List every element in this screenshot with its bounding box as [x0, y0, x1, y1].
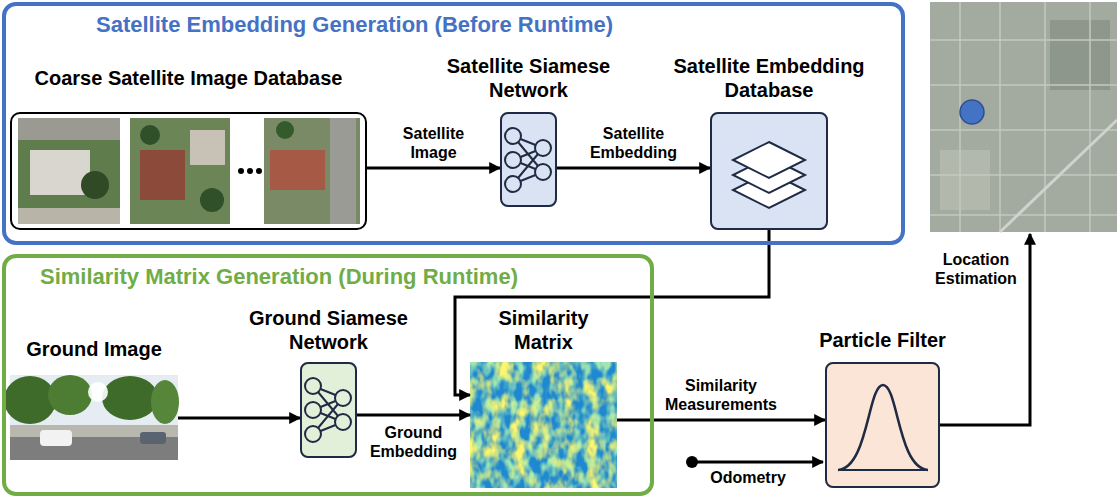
box-fill: [825, 362, 940, 488]
bell-curve-icon: [838, 385, 928, 470]
edge-label: Ground Embedding: [364, 423, 464, 461]
satellite-house: [30, 150, 90, 195]
box-fill: [300, 362, 357, 458]
edge-label: Satellite Embedding: [584, 124, 684, 162]
satellite-house: [190, 130, 225, 165]
satellite-thumbnail: [130, 118, 230, 224]
layer: [733, 142, 805, 178]
tree: [4, 376, 56, 424]
group-region: Satellite Embedding Generation (Before R…: [2, 2, 905, 245]
satellite-ground: [264, 118, 360, 224]
satellite-tree: [276, 121, 294, 139]
more-dots: [238, 168, 262, 174]
satellite-tree: [140, 125, 160, 145]
layers-icon: [733, 142, 805, 208]
box-heading: Ground Image: [7, 337, 182, 361]
box-heading: Satellite Siamese Network: [441, 54, 616, 102]
estimation-label: Location Estimation: [932, 250, 1020, 288]
connector-arrow: [617, 419, 825, 422]
network-neuron: [305, 402, 321, 418]
dot: [238, 168, 244, 174]
connector-arrow: [367, 167, 500, 170]
dot: [247, 168, 253, 174]
satellite-thumbnail: [18, 118, 120, 224]
car: [40, 430, 72, 446]
network-neuron: [505, 128, 521, 144]
network-neuron: [335, 414, 351, 430]
filter-box: Particle Filter: [825, 362, 940, 488]
connector-arrow: [357, 414, 470, 417]
edge-label: Similarity Measurements: [659, 376, 783, 414]
box-heading: Similarity Matrix: [486, 306, 601, 354]
satellite-ground: [130, 118, 230, 224]
network-neuron: [535, 140, 551, 156]
tree: [48, 375, 92, 415]
satellite-tree: [200, 188, 224, 212]
region-title: Similarity Matrix Generation (During Run…: [40, 264, 518, 290]
satellite-roof: [140, 150, 185, 200]
network-neuron: [535, 164, 551, 180]
box-heading: Satellite Embedding Database: [664, 54, 874, 102]
map-streets: [930, 2, 1117, 232]
satellite-road: [18, 118, 120, 140]
image-panel: Ground Image: [10, 375, 178, 460]
box-heading: Ground Siamese Network: [241, 306, 416, 354]
box-fill: [500, 112, 557, 207]
network-box: Satellite Siamese Network: [500, 112, 557, 207]
network-icon: [505, 128, 551, 192]
heatmap-base: [470, 362, 617, 488]
connector-arrow: [178, 417, 300, 420]
map-ground: [930, 2, 1117, 232]
satellite-thumbnail: [264, 118, 360, 224]
tree: [102, 376, 158, 420]
map-district: [1050, 20, 1110, 90]
dot: [256, 168, 262, 174]
box-heading: Coarse Satellite Image Database: [16, 66, 361, 90]
matrix-panel: Similarity Matrix: [470, 362, 617, 488]
satellite-road: [18, 208, 120, 224]
heatmap-texture: [470, 362, 617, 488]
group-region: Similarity Matrix Generation (During Run…: [2, 254, 654, 496]
city-map: [930, 2, 1117, 232]
network-neuron: [305, 426, 321, 442]
box-fill: [710, 112, 828, 230]
car: [140, 432, 166, 444]
embedding-database-box: Satellite Embedding Database: [710, 112, 828, 230]
connector-arrow: [557, 167, 710, 170]
satellite-roof: [270, 150, 325, 190]
sun-glare: [88, 382, 108, 402]
odometry-arrow: [692, 461, 823, 464]
heatmap-texture: [470, 362, 617, 488]
network-neuron: [305, 378, 321, 394]
network-neuron: [335, 390, 351, 406]
map-district: [940, 150, 990, 210]
map-highway: [1000, 120, 1117, 232]
location-marker: [960, 100, 984, 124]
edge-label: Satellite Image: [392, 124, 476, 162]
tree: [151, 380, 179, 424]
bell-baseline: [838, 469, 928, 471]
region-title: Satellite Embedding Generation (Before R…: [96, 12, 613, 38]
network-neuron: [505, 176, 521, 192]
network-icon: [305, 378, 351, 442]
satellite-road: [330, 118, 356, 224]
odometry-label: Odometry: [706, 468, 790, 487]
satellite-ground: [18, 118, 120, 224]
box-heading: Particle Filter: [803, 328, 963, 352]
similarity-heatmap: [470, 362, 617, 488]
ground-panorama: [4, 375, 179, 460]
satellite-tree: [81, 171, 109, 199]
network-box: Ground Siamese Network: [300, 362, 357, 458]
bell-curve: [838, 385, 928, 470]
network-neuron: [505, 152, 521, 168]
image-database-box: Coarse Satellite Image Database: [10, 112, 367, 230]
